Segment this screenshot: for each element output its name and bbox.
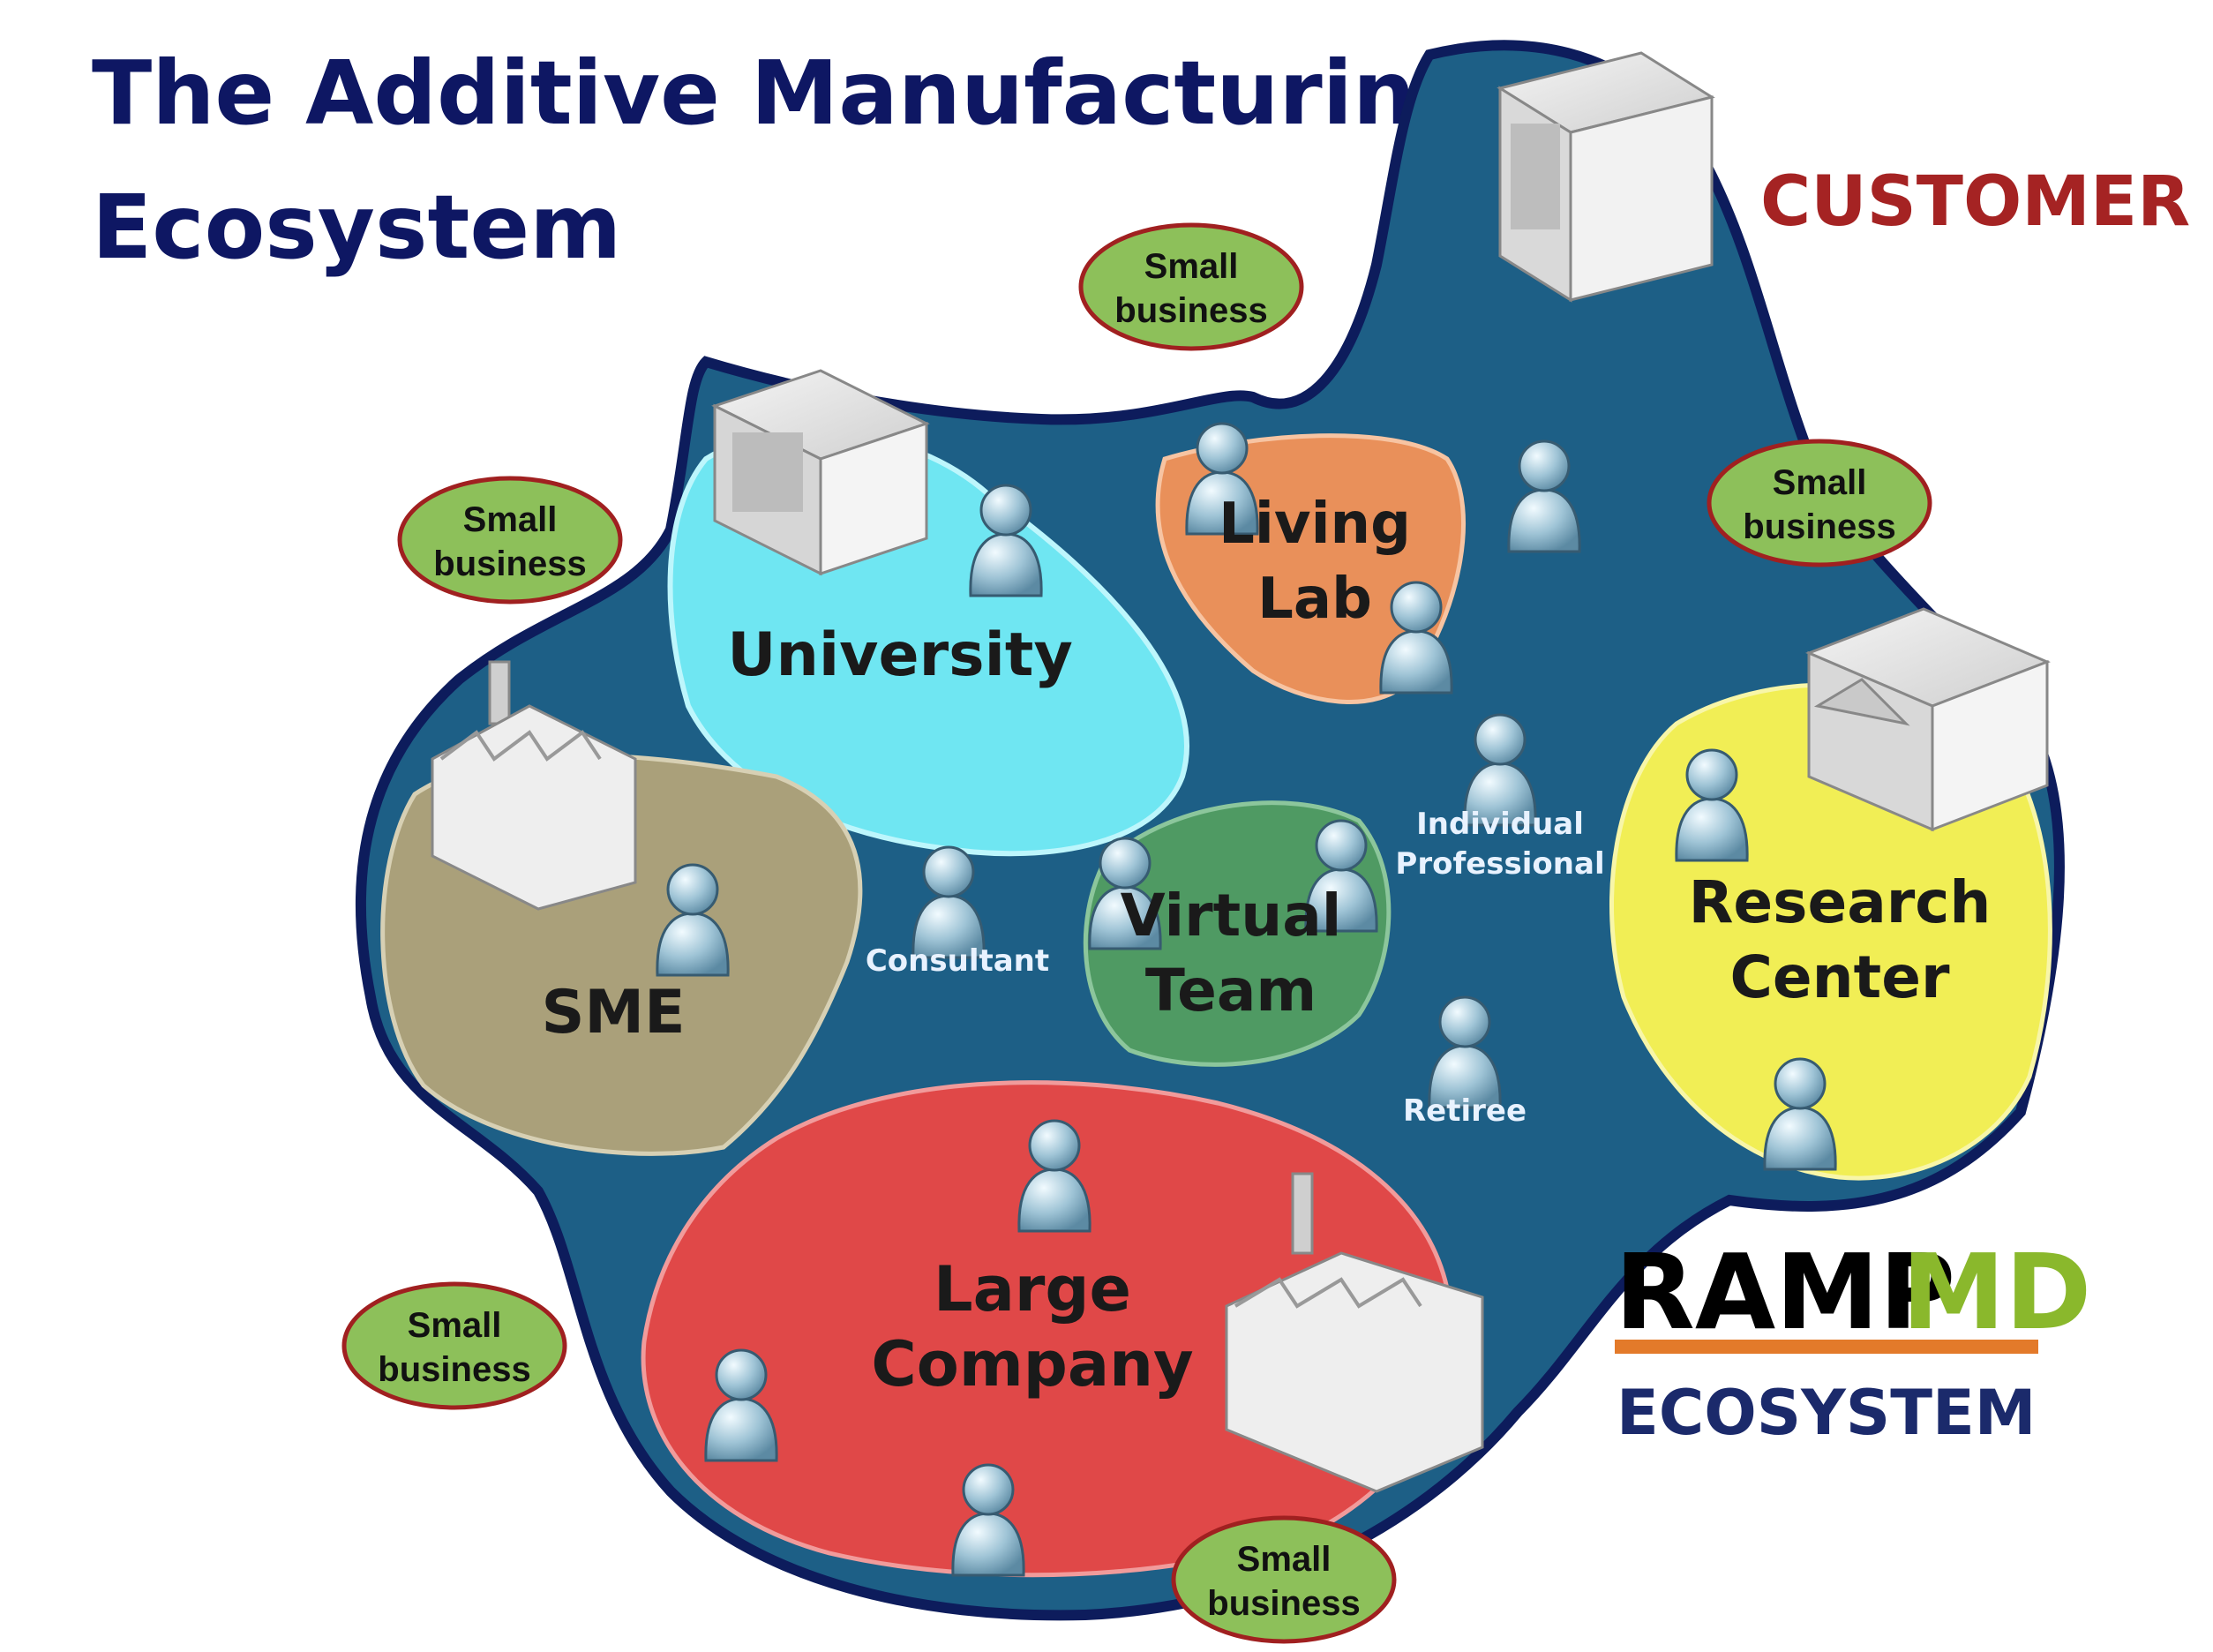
rampmd-logo: RAMP MD ECOSYSTEM (1615, 1231, 2091, 1449)
university-building-icon (711, 369, 930, 576)
person-icon (704, 1348, 778, 1462)
people-group (656, 422, 1837, 1577)
small-business-ellipse (341, 1281, 567, 1410)
small-business-label-line-2: business (433, 544, 586, 583)
page-title: The Additive Manufacturing Ecosystem (92, 26, 1479, 295)
small-business-label-line-1: Small (1237, 1540, 1332, 1579)
small-business-ellipse (1707, 439, 1932, 567)
customer-building-icon (1497, 51, 1715, 303)
small-business-bubble: Small business (1078, 222, 1304, 351)
person-icon (1304, 819, 1378, 933)
person-icon (1463, 713, 1537, 827)
small-business-label-line-2: business (378, 1350, 530, 1389)
person-icon (1379, 581, 1453, 695)
small-business-ellipse (1078, 222, 1304, 351)
small-business-ellipse (397, 476, 623, 604)
retiree-label: Retiree (1403, 1093, 1527, 1129)
sme-label: SME (541, 978, 685, 1048)
research-center-label-line-1: Research (1689, 868, 1992, 936)
logo-ecosystem-text: ECOSYSTEM (1617, 1377, 2036, 1449)
individual-professional-label-line-2: Professional (1395, 846, 1604, 882)
small-business-ellipse (1171, 1515, 1397, 1644)
small-business-label-line-1: Small (463, 500, 558, 539)
virtual-team-region (1083, 800, 1392, 1067)
small-business-bubble: Small business (1707, 439, 1932, 567)
person-icon (1675, 748, 1749, 862)
virtual-team-label-line-1: Virtual (1121, 882, 1342, 950)
person-icon (1088, 837, 1162, 950)
person-icon (969, 484, 1043, 597)
small-business-bubbles: SmallbusinessSmallbusinessSmallbusinessS… (341, 222, 1932, 1644)
small-business-label-line-1: Small (1144, 247, 1239, 286)
person-icon (1017, 1119, 1091, 1233)
logo-md-text: MD (1902, 1231, 2091, 1353)
university-label: University (727, 620, 1073, 690)
person-icon (1185, 422, 1259, 536)
logo-orange-bar (1615, 1340, 2038, 1354)
person-icon (1507, 439, 1581, 553)
title-line-1: The Additive Manufacturing (92, 41, 1479, 145)
research-center-building-icon (1805, 607, 2051, 832)
small-business-bubble: Small business (1171, 1515, 1397, 1644)
small-business-label-line-2: business (1207, 1584, 1360, 1623)
virtual-team-label-line-2: Team (1145, 957, 1317, 1025)
large-company-label-line-1: Large (934, 1253, 1131, 1325)
person-icon (1763, 1057, 1837, 1171)
large-company-label-line-2: Company (871, 1328, 1193, 1400)
small-business-bubble: Small business (341, 1281, 567, 1410)
large-company-factory-icon (1225, 1172, 1484, 1493)
individual-professional-label-line-1: Individual (1416, 807, 1584, 842)
person-icon (951, 1463, 1025, 1577)
title-line-2: Ecosystem (92, 176, 622, 279)
small-business-label-line-2: business (1743, 507, 1895, 546)
customer-label: CUSTOMER (1760, 162, 2190, 242)
person-icon (911, 845, 986, 959)
small-business-bubble: Small business (397, 476, 623, 604)
living-lab-label-line-2: Lab (1257, 567, 1372, 632)
research-center-label-line-2: Center (1729, 943, 1949, 1011)
small-business-label-line-1: Small (1773, 463, 1867, 502)
person-icon (1428, 995, 1502, 1109)
small-business-label-line-2: business (1114, 291, 1267, 330)
logo-ramp-text: RAMP (1615, 1231, 1955, 1353)
consultant-label: Consultant (866, 943, 1049, 979)
living-lab-label-line-1: Living (1219, 492, 1411, 557)
person-icon (656, 863, 730, 977)
small-business-label-line-1: Small (408, 1306, 502, 1345)
sme-factory-icon (431, 660, 637, 911)
